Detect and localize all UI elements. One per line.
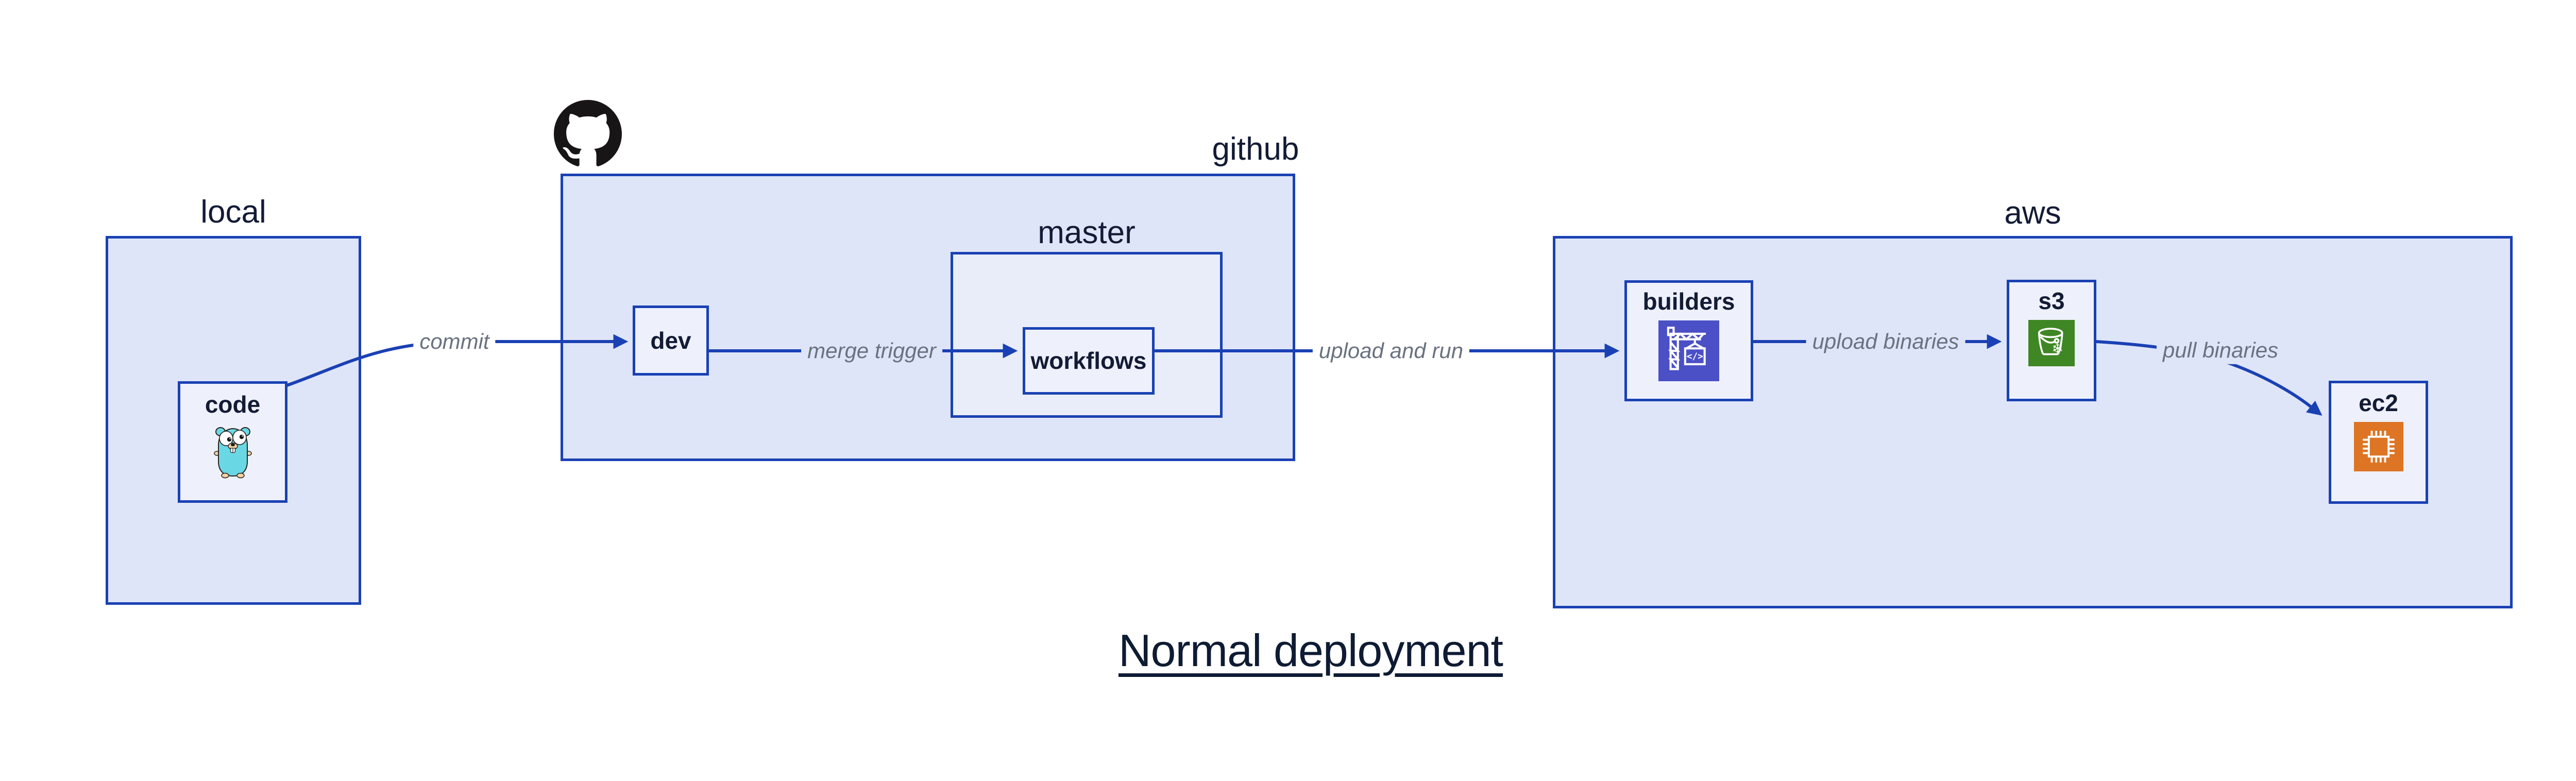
group-master-label: master	[1038, 215, 1136, 250]
node-builders-label: builders	[1642, 288, 1735, 315]
go-gopher-icon	[213, 427, 252, 479]
aws-codebuild-crane-icon: </>	[1658, 320, 1719, 381]
github-octocat-icon	[554, 100, 622, 171]
node-code: code	[178, 381, 287, 503]
node-workflows-label: workflows	[1030, 347, 1147, 375]
node-s3-label: s3	[2038, 287, 2065, 314]
svg-text:❄: ❄	[2052, 341, 2063, 357]
group-github-label: github	[1212, 131, 1299, 167]
aws-s3-glacier-bucket-icon: ❄	[2028, 319, 2075, 366]
node-dev: dev	[633, 305, 709, 376]
edge-commit-label: commit	[413, 327, 496, 356]
group-local-label: local	[200, 194, 266, 230]
node-workflows: workflows	[1023, 327, 1155, 395]
node-dev-label: dev	[650, 327, 691, 354]
edge-merge-trigger-label: merge trigger	[801, 336, 942, 365]
aws-ec2-chip-icon	[2353, 421, 2403, 471]
node-ec2-label: ec2	[2359, 389, 2398, 416]
node-code-label: code	[205, 391, 261, 418]
edge-upload-and-run-label: upload and run	[1312, 336, 1470, 365]
node-ec2: ec2	[2329, 381, 2428, 504]
group-aws-label: aws	[2004, 195, 2061, 231]
svg-text:</>: </>	[1687, 351, 1703, 362]
diagram-title: Normal deployment	[1118, 625, 1503, 676]
edge-upload-binaries-label: upload binaries	[1806, 327, 1965, 356]
edge-pull-binaries-label: pull binaries	[2156, 336, 2285, 365]
node-builders: builders </>	[1624, 280, 1753, 401]
node-s3: s3 ❄	[2007, 280, 2096, 401]
